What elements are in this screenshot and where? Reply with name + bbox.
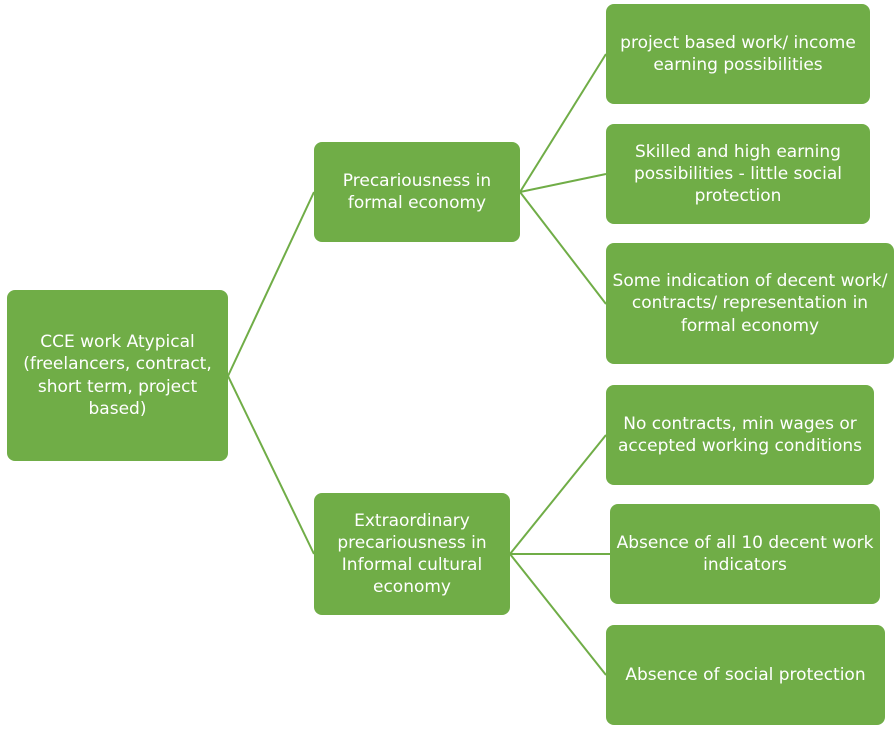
formal-child-node-2: Skilled and high earning possibilities -… [606, 124, 870, 224]
informal-child-label-3: Absence of social protection [625, 664, 866, 685]
formal-child-node-1: project based work/ income earning possi… [606, 4, 870, 104]
formal-economy-label: Precariousness in formal economy [342, 170, 492, 213]
connector-root-formal [227, 191, 315, 377]
root-node-label: CCE work Atypical (freelancers, contract… [23, 332, 212, 419]
informal-child-label-1: No contracts, min wages or accepted work… [618, 413, 862, 456]
formal-economy-node: Precariousness in formal economy [314, 142, 520, 242]
informal-child-node-1: No contracts, min wages or accepted work… [606, 385, 874, 485]
formal-child-label-1: project based work/ income earning possi… [620, 32, 856, 75]
informal-child-node-2: Absence of all 10 decent work indicators [610, 504, 880, 604]
informal-economy-node: Extraordinary precariousness in Informal… [314, 493, 510, 615]
connector-root-informal [227, 375, 315, 555]
formal-child-label-2: Skilled and high earning possibilities -… [633, 141, 843, 207]
connector-formal-child-2 [519, 173, 607, 193]
formal-child-node-3: Some indication of decent work/ contract… [606, 243, 894, 364]
connector-formal-child-1 [519, 53, 607, 193]
connector-informal-child-3 [509, 553, 607, 676]
informal-child-label-2: Absence of all 10 decent work indicators [616, 532, 874, 575]
root-node: CCE work Atypical (freelancers, contract… [7, 290, 228, 461]
formal-child-label-3: Some indication of decent work/ contract… [612, 271, 888, 336]
connector-formal-child-3 [519, 191, 607, 305]
informal-economy-label: Extraordinary precariousness in Informal… [337, 510, 487, 598]
informal-child-node-3: Absence of social protection [606, 625, 885, 725]
connector-informal-child-1 [509, 434, 607, 555]
